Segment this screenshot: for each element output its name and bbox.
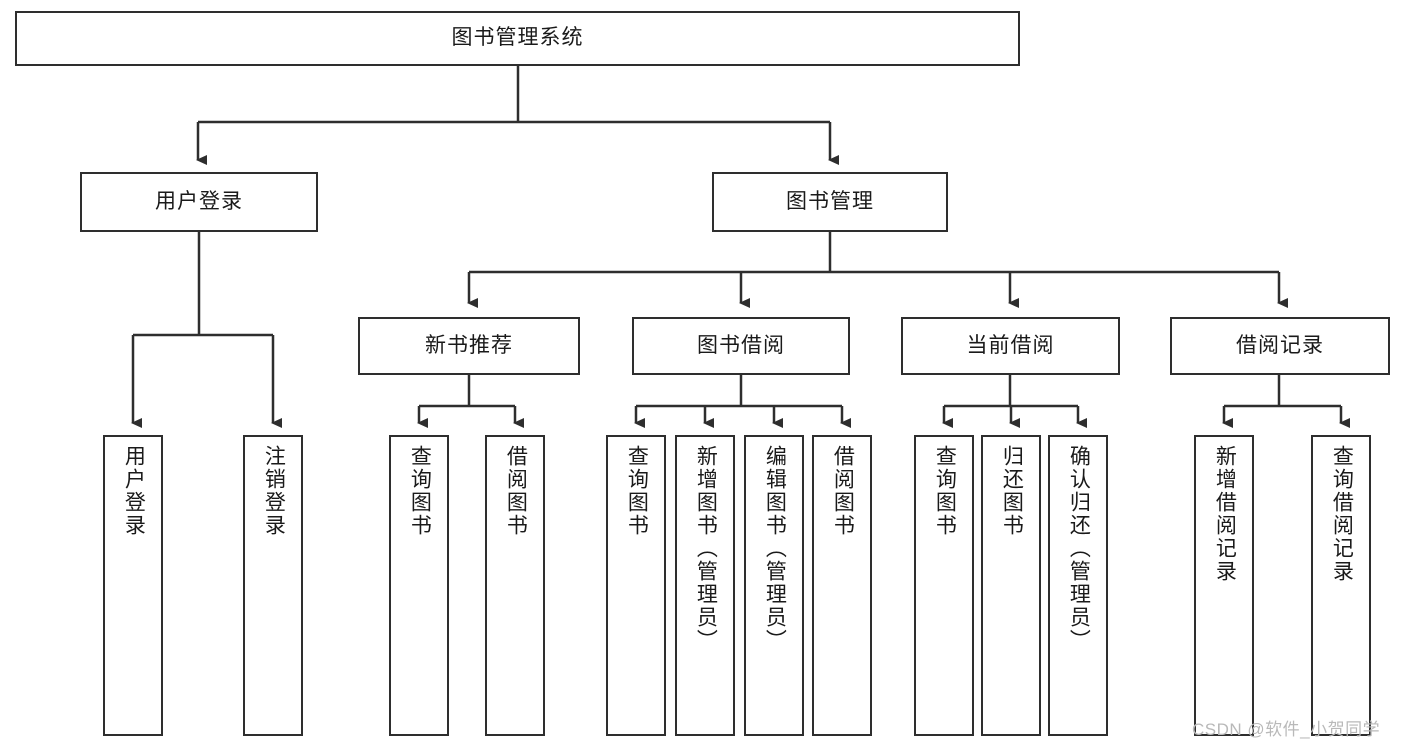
node-label: 查询图书: [625, 445, 649, 537]
node-label: 借阅图书: [831, 445, 855, 537]
leaf-record-query-record[interactable]: 查询借阅记录: [1311, 435, 1371, 736]
leaf-borrow-add-book-admin[interactable]: 新增图书（管理员）: [675, 435, 735, 736]
leaf-record-add-record[interactable]: 新增借阅记录: [1194, 435, 1254, 736]
node-new-book-recommendation[interactable]: 新书推荐: [358, 317, 580, 375]
leaf-new-book-query-books[interactable]: 查询图书: [389, 435, 449, 736]
node-label: 查询图书: [933, 445, 957, 537]
node-label: 用户登录: [155, 189, 243, 213]
node-label: 编辑图书（管理员）: [763, 445, 787, 652]
node-label: 图书管理: [786, 189, 874, 213]
leaf-current-query-books[interactable]: 查询图书: [914, 435, 974, 736]
node-label: 归还图书: [1000, 445, 1024, 537]
node-book-borrowing[interactable]: 图书借阅: [632, 317, 850, 375]
leaf-borrow-borrow-books[interactable]: 借阅图书: [812, 435, 872, 736]
node-root-book-management-system[interactable]: 图书管理系统: [15, 11, 1020, 66]
node-label: 查询借阅记录: [1330, 445, 1354, 583]
node-borrow-records[interactable]: 借阅记录: [1170, 317, 1390, 375]
leaf-borrow-edit-book-admin[interactable]: 编辑图书（管理员）: [744, 435, 804, 736]
node-label: 注销登录: [262, 445, 286, 537]
node-label: 图书借阅: [697, 333, 785, 357]
csdn-watermark: CSDN @软件_小贺同学: [1192, 720, 1381, 739]
node-label: 确认归还（管理员）: [1067, 445, 1091, 652]
node-label: 当前借阅: [966, 333, 1055, 357]
node-label: 借阅图书: [504, 445, 528, 537]
leaf-user-login-signout[interactable]: 注销登录: [243, 435, 303, 736]
node-label: 借阅记录: [1236, 333, 1324, 357]
leaf-borrow-query-books[interactable]: 查询图书: [606, 435, 666, 736]
node-label: 用户登录: [122, 445, 146, 537]
node-book-management[interactable]: 图书管理: [712, 172, 948, 232]
node-user-login[interactable]: 用户登录: [80, 172, 318, 232]
node-current-borrowing[interactable]: 当前借阅: [901, 317, 1120, 375]
leaf-new-book-borrow-books[interactable]: 借阅图书: [485, 435, 545, 736]
leaf-current-return-books[interactable]: 归还图书: [981, 435, 1041, 736]
node-label: 图书管理系统: [451, 26, 584, 50]
leaf-user-login-signin[interactable]: 用户登录: [103, 435, 163, 736]
node-label: 新增图书（管理员）: [694, 445, 718, 652]
node-label: 新增借阅记录: [1213, 445, 1237, 583]
node-label: 新书推荐: [425, 333, 513, 357]
node-label: 查询图书: [408, 445, 432, 537]
leaf-current-confirm-return-admin[interactable]: 确认归还（管理员）: [1048, 435, 1108, 736]
